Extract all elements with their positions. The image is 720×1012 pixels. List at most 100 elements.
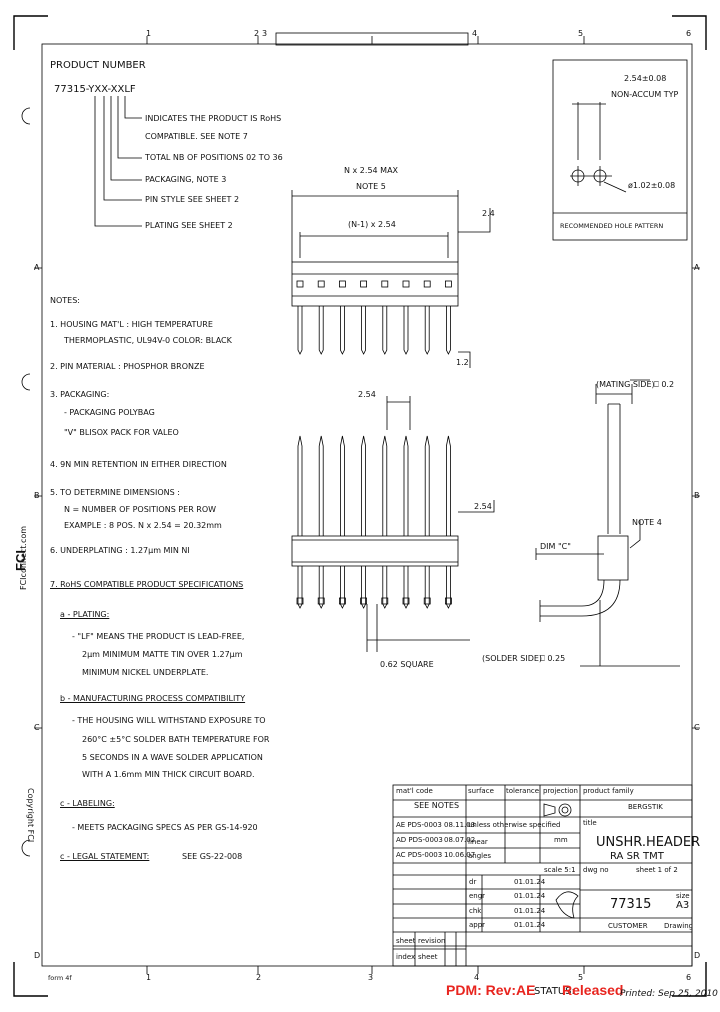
note-7b-3: 5 SECONDS IN A WAVE SOLDER APPLICATION (82, 753, 263, 762)
front-view-pin-tip (423, 597, 431, 605)
notes-heading: NOTES: (50, 296, 80, 305)
note-7: 7. RoHS COMPATIBLE PRODUCT SPECIFICATION… (50, 580, 244, 589)
note-7c-1: - MEETS PACKAGING SPECS AS PER GS-14-920 (72, 823, 258, 832)
grid-col-1-bottom: 1 (146, 973, 152, 982)
dim-hole-dia: ø1.02±0.08 (628, 181, 676, 190)
dim-n-length: N x 2.54 MAX (344, 166, 399, 175)
note-5: 5. TO DETERMINE DIMENSIONS : (50, 488, 180, 497)
top-view-pin (446, 306, 451, 355)
tb-title-1: UNSHR.HEADER (596, 835, 701, 850)
tb-title-2: RA SR TMT (610, 851, 664, 862)
front-view-pin-tip (317, 597, 325, 605)
tb-sheet2-label: sheet (418, 953, 438, 961)
tb-product-family: BERGSTIK (628, 803, 663, 811)
dim-solder-side: (SOLDER SIDE) (482, 654, 543, 663)
note-3: 3. PACKAGING: (50, 390, 110, 399)
callout-packaging: PACKAGING, NOTE 3 (145, 175, 227, 184)
status-value: Released (562, 982, 624, 998)
top-view-pin-square (423, 280, 431, 288)
dim-square: 0.62 SQUARE (380, 660, 434, 669)
tb-sign-date-1: 01.01.24 (514, 878, 546, 886)
note-7d-1: SEE GS-22-008 (182, 852, 243, 861)
tb-drawing: Drawing (664, 922, 694, 930)
grid-col-5-bottom: 5 (578, 973, 584, 982)
top-view-pin (361, 306, 366, 355)
grid-col-2-top: 2 (254, 29, 260, 38)
printed-date: Printed: Sep 25, 2010 (620, 989, 718, 999)
dim-c: DIM "C" (540, 542, 571, 551)
tb-rev-row-1: AE PDS-0003 (396, 821, 442, 829)
grid-row-d-left: D (34, 951, 41, 960)
front-view-pin-tail (403, 566, 409, 609)
note-7b-2: 260°C ±5°C SOLDER BATH TEMPERATURE FOR (82, 735, 270, 744)
front-view-pin (318, 435, 324, 536)
grid-row-d-right: D (694, 951, 701, 960)
dim-solder-tol: ⎕ 0.25 (540, 654, 566, 663)
note-7a-1: - "LF" MEANS THE PRODUCT IS LEAD-FREE, (72, 632, 245, 641)
front-view-pin (446, 435, 451, 536)
front-view-pin-tail (340, 566, 345, 609)
front-view-pin-tail (382, 566, 388, 609)
front-view-pin (297, 435, 303, 536)
grid-row-a-left: A (34, 263, 40, 272)
front-view-pin (361, 435, 366, 536)
tb-rev-date-1: 08.11.03 (444, 821, 476, 829)
note-7b-1: - THE HOUSING WILL WITHSTAND EXPOSURE TO (72, 716, 266, 725)
tb-sheet-of: sheet 1 of 2 (636, 866, 678, 874)
front-view-pin-tip (360, 597, 368, 605)
dim-note-5: NOTE 5 (356, 182, 386, 191)
fci-website: FCIconnect.com (19, 525, 28, 590)
tb-sign-date-3: 01.01.24 (514, 907, 546, 915)
grid-row-b-left: B (34, 491, 40, 500)
tb-units: mm (554, 836, 568, 844)
tb-not-scale: unless otherwise specified (468, 821, 561, 829)
dim-height-2-54: 2.54 (474, 502, 492, 511)
tb-dwg-no-label: dwg no (583, 866, 609, 874)
note-7a-3: MINIMUM NICKEL UNDERPLATE. (82, 668, 209, 677)
top-view-pin-square (381, 280, 389, 288)
top-view-pin-square (360, 280, 368, 288)
front-view-pin-tail (297, 566, 303, 609)
top-view-pin-square (338, 280, 346, 288)
grid-row-c-right: C (694, 723, 700, 732)
tb-tolerance-label: tolerance (506, 787, 540, 795)
grid-row-b-right: B (694, 491, 700, 500)
grid-col-6-bottom: 6 (686, 973, 692, 982)
product-number-code: 77315-YXX-XXLF (54, 84, 136, 95)
product-number-heading: PRODUCT NUMBER (50, 60, 146, 71)
note-6: 6. UNDERPLATING : 1.27µm MIN NI (50, 546, 190, 555)
callout-rohs-2: COMPATIBLE. SEE NOTE 7 (145, 132, 248, 141)
callout-rohs-1: INDICATES THE PRODUCT IS RoHS (145, 114, 282, 123)
tb-rev-row-2: AD PDS-0003 (396, 836, 443, 844)
note-4: 4. 9N MIN RETENTION IN EITHER DIRECTION (50, 460, 227, 469)
tb-sheet-label: sheet (396, 937, 416, 945)
dim-n1-length: (N-1) x 2.54 (348, 220, 396, 229)
dim-1-2: 1.2 (456, 358, 469, 367)
top-view-pin (340, 306, 345, 355)
tb-revision-label: revision (418, 937, 446, 945)
front-view-pin-tail (424, 566, 430, 609)
front-view-pin (403, 435, 409, 536)
note-1b: THERMOPLASTIC, UL94V-0 COLOR: BLACK (64, 336, 232, 345)
grid-row-c-left: C (34, 723, 40, 732)
note-7b-4: WITH A 1.6mm MIN THICK CIRCUIT BOARD. (82, 770, 255, 779)
front-view-pin-tail (318, 566, 324, 609)
grid-col-4-bottom: 4 (474, 973, 480, 982)
note-5a: N = NUMBER OF POSITIONS PER ROW (64, 505, 217, 514)
tb-see-notes: SEE NOTES (414, 801, 460, 810)
copyright-text: Copyright FCI (26, 788, 35, 843)
note-7c-heading: c - LABELING: (60, 799, 115, 808)
grid-col-3-top: 3 (262, 29, 268, 38)
dim-hole-note: NON-ACCUM TYP (611, 90, 679, 99)
grid-col-4-top: 4 (472, 29, 478, 38)
tb-linear-label: linear (468, 838, 488, 846)
grid-col-2-bottom: 2 (256, 973, 262, 982)
top-view-pin (424, 306, 430, 355)
callout-plating: PLATING SEE SHEET 2 (145, 221, 233, 230)
front-view-pin (340, 435, 345, 536)
grid-col-3-bottom: 3 (368, 973, 374, 982)
top-view-pin (318, 306, 324, 355)
tb-scale: scale 5:1 (544, 866, 576, 874)
front-view-pin-tip (402, 597, 410, 605)
